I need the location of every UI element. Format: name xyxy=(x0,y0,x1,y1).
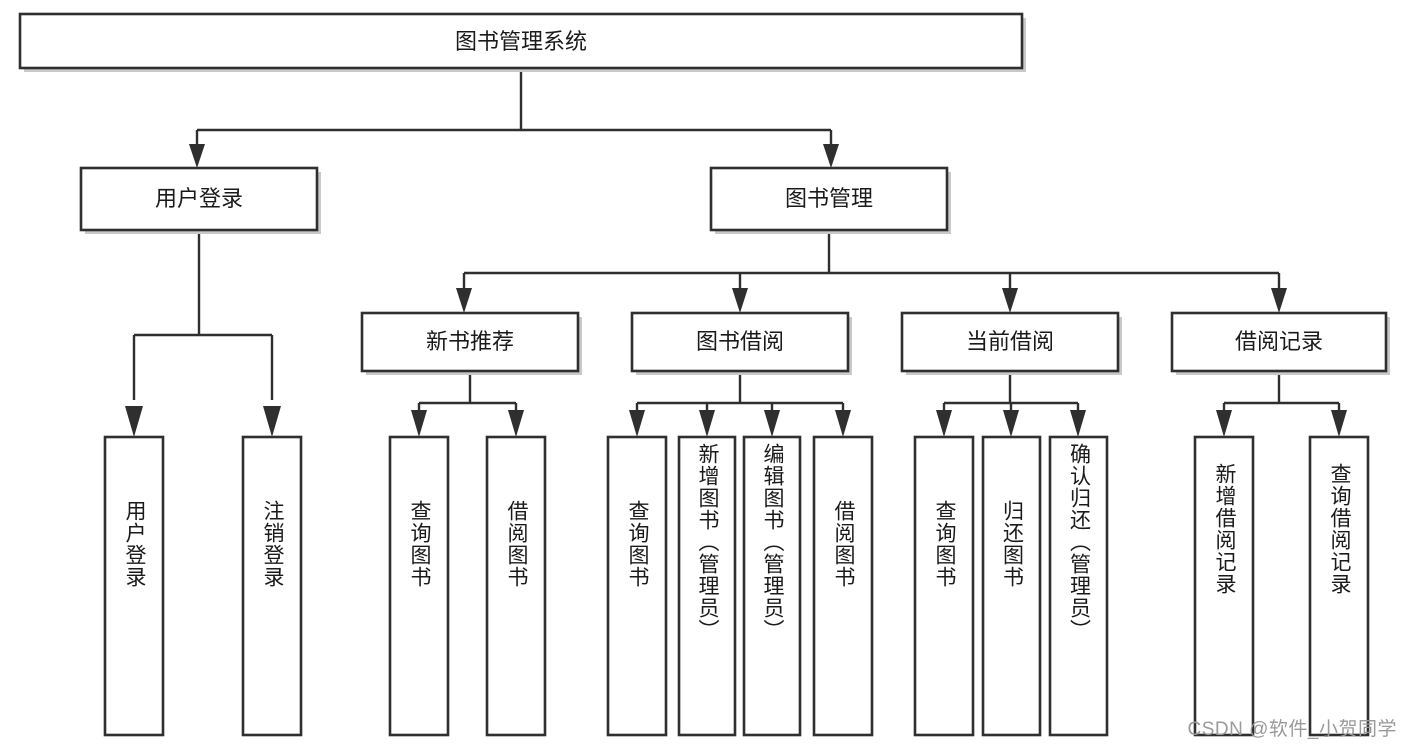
arrow-head-icon xyxy=(1002,288,1018,313)
node-leaf6[interactable] xyxy=(677,435,737,737)
arrow-head-icon xyxy=(835,410,851,437)
arrow-head-icon xyxy=(1003,410,1019,437)
node-newbook-label: 新书推荐 xyxy=(426,329,514,354)
node-bookmgmt[interactable]: 图书管理 xyxy=(709,166,951,234)
arrow-head-icon xyxy=(732,288,748,313)
node-leaf9[interactable] xyxy=(913,435,975,737)
connector-borrow-to-leaves xyxy=(629,373,851,437)
node-records-label: 借阅记录 xyxy=(1235,329,1323,354)
connector-root-to-level1 xyxy=(189,68,839,168)
node-leaf8[interactable] xyxy=(812,435,874,737)
connector-newbook-to-leaves xyxy=(411,373,524,437)
node-borrow-label: 图书借阅 xyxy=(696,329,784,354)
node-root-label: 图书管理系统 xyxy=(455,29,587,54)
node-root[interactable]: 图书管理系统 xyxy=(18,12,1026,72)
node-login[interactable]: 用户登录 xyxy=(79,166,321,234)
node-leaf13[interactable] xyxy=(1308,435,1370,737)
node-current-label: 当前借阅 xyxy=(966,329,1054,354)
connector-records-to-leaves xyxy=(1216,373,1347,437)
connector-current-to-leaves xyxy=(936,373,1086,437)
node-leaf3[interactable] xyxy=(388,435,450,737)
node-leaf11[interactable] xyxy=(1048,435,1109,737)
arrow-head-icon xyxy=(699,410,715,437)
node-login-label: 用户登录 xyxy=(155,186,243,211)
watermark: CSDN @软件_小贺同学 xyxy=(1187,719,1397,740)
connector-bookmgmt-to-level2 xyxy=(456,232,1287,313)
arrow-head-icon xyxy=(1070,410,1086,437)
node-records[interactable]: 借阅记录 xyxy=(1170,311,1390,375)
arrow-head-icon xyxy=(1216,410,1232,437)
node-leaf2[interactable] xyxy=(241,435,303,737)
node-newbook[interactable]: 新书推荐 xyxy=(360,311,582,375)
arrow-head-icon xyxy=(936,410,952,437)
node-leaf1[interactable] xyxy=(103,435,165,737)
arrow-head-icon xyxy=(263,406,281,437)
node-leaf12[interactable] xyxy=(1193,435,1255,737)
node-bookmgmt-label: 图书管理 xyxy=(785,186,873,211)
arrow-head-icon xyxy=(1331,410,1347,437)
node-leaf10[interactable] xyxy=(981,435,1042,737)
arrow-head-icon xyxy=(189,144,205,168)
node-leaf7[interactable] xyxy=(742,435,802,737)
arrow-head-icon xyxy=(629,410,645,437)
arrow-head-icon xyxy=(125,406,143,437)
arrow-head-icon xyxy=(1271,288,1287,313)
node-borrow[interactable]: 图书借阅 xyxy=(630,311,852,375)
arrow-head-icon xyxy=(411,410,427,437)
arrow-head-icon xyxy=(456,288,472,313)
node-current[interactable]: 当前借阅 xyxy=(900,311,1122,375)
arrow-head-icon xyxy=(823,144,839,168)
node-leaf5[interactable] xyxy=(606,435,668,737)
node-leaf4[interactable] xyxy=(485,435,547,737)
connector-login-to-leaves xyxy=(125,232,281,437)
arrow-head-icon xyxy=(508,410,524,437)
arrow-head-icon xyxy=(764,410,780,437)
